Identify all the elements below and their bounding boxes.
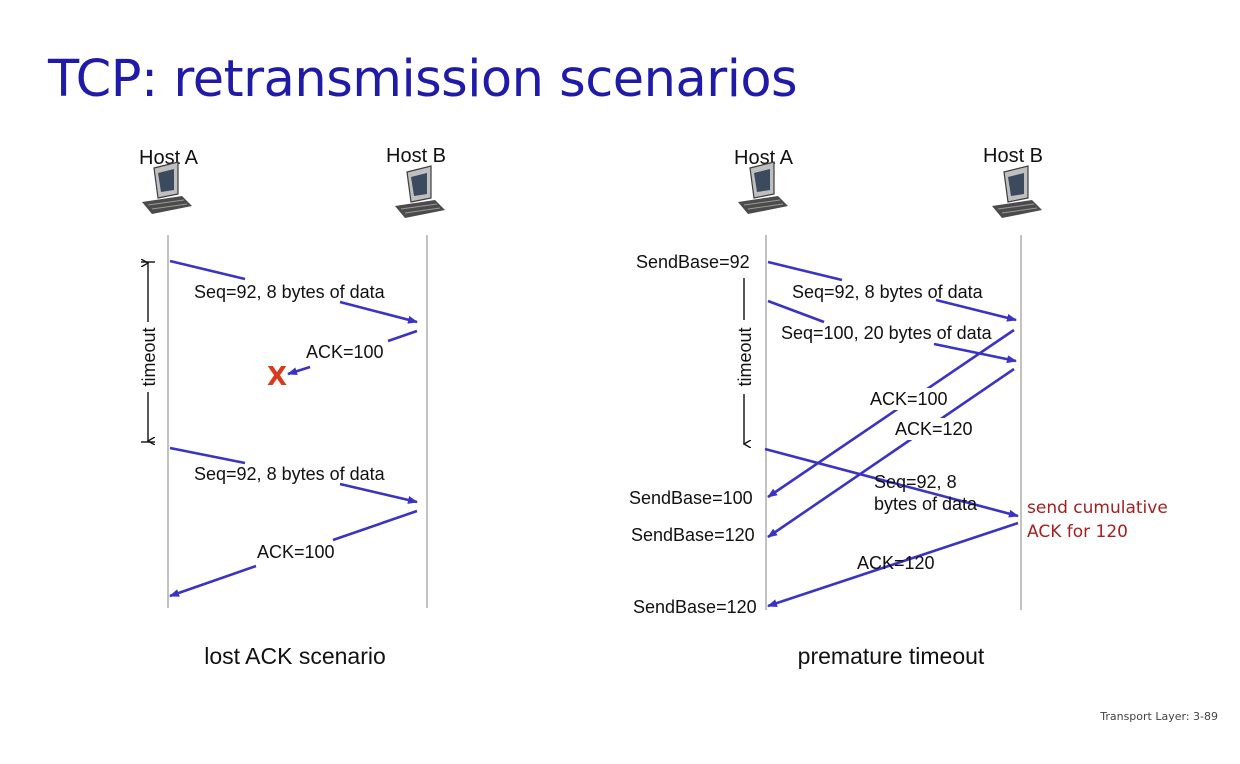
right-seq1-arrow-end <box>935 298 1017 322</box>
sendbase-120-label-second: SendBase=120 <box>633 597 757 617</box>
cumulative-ack-note-line2: ACK for 120 <box>1027 522 1128 542</box>
left-host-a-computer-icon <box>141 161 193 215</box>
right-ack-final-label: ACK=120 <box>857 553 935 573</box>
right-ack100-arrow <box>767 328 1015 499</box>
left-seq1-arrow-end <box>339 300 418 324</box>
left-ack2-arrow-end <box>169 564 257 598</box>
right-timeout-label: timeout <box>735 327 755 386</box>
right-host-a-label: Host A <box>734 147 794 169</box>
left-caption: lost ACK scenario <box>204 643 386 669</box>
right-ack120-label-bg <box>893 418 979 440</box>
left-host-b-label: Host B <box>386 145 446 167</box>
left-timeout-label: timeout <box>139 327 159 386</box>
right-ack120-arrow <box>767 367 1015 539</box>
left-seq2-label: Seq=92, 8 bytes of data <box>194 464 386 484</box>
right-scenario: Host A Host B timeout SendBase=92 Seq=92… <box>629 145 1168 669</box>
right-seq2-label: Seq=100, 20 bytes of data <box>781 323 993 343</box>
right-seq-retx-label-line1: Seq=92, 8 <box>874 472 957 492</box>
slide-title: TCP: retransmission scenarios <box>48 50 798 109</box>
cumulative-ack-note-line1: send cumulative <box>1027 498 1168 518</box>
left-scenario: Host A Host B timeout Seq=92, 8 bytes of… <box>139 145 446 669</box>
right-caption: premature timeout <box>798 643 985 669</box>
right-seq-retx-arrow <box>764 447 1019 518</box>
left-seq1-arrow-start <box>169 259 246 281</box>
right-seq-retx-label-line2: bytes of data <box>874 494 978 514</box>
right-host-a-computer-icon <box>737 161 789 215</box>
left-seq2-arrow-end <box>339 482 418 504</box>
right-seq1-label: Seq=92, 8 bytes of data <box>792 282 984 302</box>
left-seq1-label: Seq=92, 8 bytes of data <box>194 282 386 302</box>
lost-ack-x-icon: X <box>267 362 287 392</box>
right-seq1-arrow-start <box>767 260 843 282</box>
right-ack-final-arrow <box>767 521 1019 608</box>
right-ack100-label-bg <box>868 388 954 410</box>
slide-footer: Transport Layer: 3-89 <box>1100 710 1218 723</box>
sendbase-100-label: SendBase=100 <box>629 488 753 508</box>
left-seq2-arrow-start <box>169 446 246 465</box>
left-host-a-label: Host A <box>139 147 199 169</box>
sendbase-120-label-first: SendBase=120 <box>631 525 755 545</box>
right-seq2-arrow-start <box>767 299 825 324</box>
right-ack120-label: ACK=120 <box>895 419 973 439</box>
left-ack-lost-label: ACK=100 <box>306 342 384 362</box>
left-ack2-label: ACK=100 <box>257 542 335 562</box>
left-host-b-computer-icon <box>394 165 446 219</box>
left-ack-lost-arrow-end <box>287 365 311 376</box>
right-host-b-label: Host B <box>983 145 1043 167</box>
right-host-b-computer-icon <box>991 165 1043 219</box>
right-seq2-arrow-end <box>933 342 1017 364</box>
left-ack2-arrow-start <box>332 509 418 542</box>
sendbase-92-label: SendBase=92 <box>636 252 750 272</box>
right-ack100-label: ACK=100 <box>870 389 948 409</box>
left-ack-lost-arrow-start <box>387 329 418 343</box>
